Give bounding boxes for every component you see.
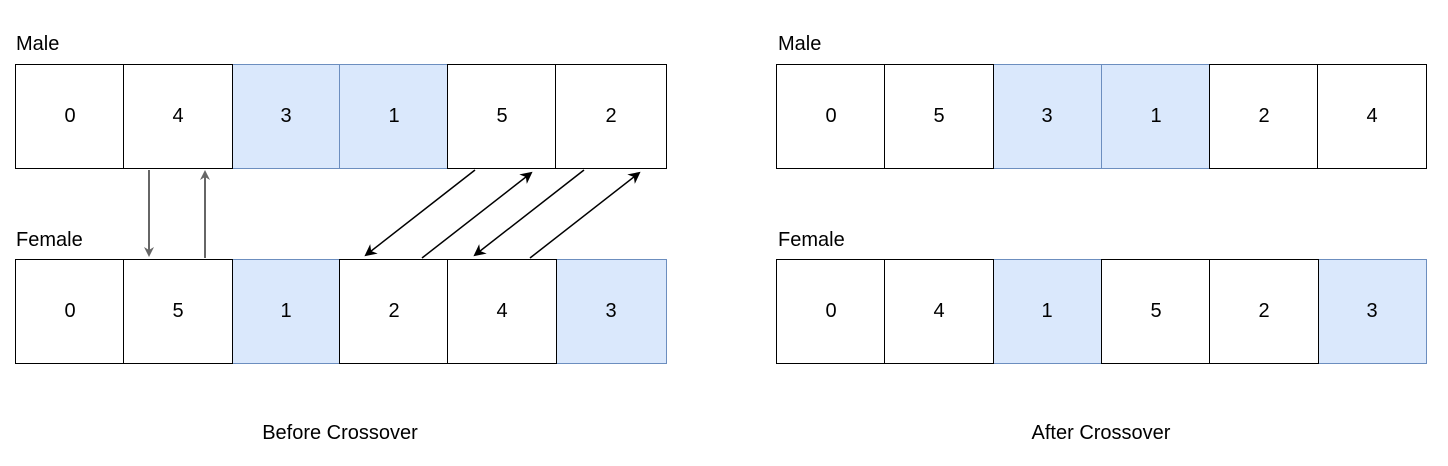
row-label-female: Female — [16, 229, 83, 251]
gene-cell: 4 — [123, 64, 233, 169]
arrow-diagonal-icon — [364, 169, 476, 257]
chromosome-row-female-before: 0 5 1 2 4 3 — [15, 259, 667, 364]
row-label-female: Female — [778, 229, 845, 251]
gene-cell: 4 — [1317, 64, 1427, 169]
gene-cell: 5 — [884, 64, 994, 169]
gene-cell: 4 — [884, 259, 994, 364]
gene-cell: 0 — [776, 259, 886, 364]
gene-cell: 3 — [231, 64, 341, 169]
chromosome-row-male-after: 0 5 3 1 2 4 — [776, 64, 1427, 169]
gene-cell: 2 — [339, 259, 449, 364]
arrow-diagonal-icon — [473, 169, 585, 257]
arrow-diagonal-icon — [529, 171, 641, 259]
gene-cell: 5 — [123, 259, 233, 364]
arrow-diagonal-icon — [421, 171, 533, 259]
gene-cell: 1 — [1101, 64, 1211, 169]
gene-cell: 3 — [992, 64, 1102, 169]
gene-cell: 3 — [555, 259, 667, 364]
row-label-male: Male — [778, 33, 822, 55]
row-label-male: Male — [16, 33, 60, 55]
chromosome-row-female-after: 0 4 1 5 2 3 — [776, 259, 1427, 364]
caption-after: After Crossover — [1031, 422, 1171, 444]
gene-cell: 5 — [447, 64, 557, 169]
gene-cell: 0 — [776, 64, 886, 169]
gene-cell: 5 — [1101, 259, 1211, 364]
gene-cell: 0 — [15, 64, 125, 169]
chromosome-row-male-before: 0 4 3 1 5 2 — [15, 64, 667, 169]
gene-cell: 1 — [231, 259, 341, 364]
gene-cell: 1 — [992, 259, 1102, 364]
gene-cell: 2 — [555, 64, 667, 169]
gene-cell: 3 — [1317, 259, 1427, 364]
gene-cell: 2 — [1209, 64, 1319, 169]
gene-cell: 2 — [1209, 259, 1319, 364]
gene-cell: 0 — [15, 259, 125, 364]
gene-cell: 4 — [447, 259, 557, 364]
gene-cell: 1 — [339, 64, 449, 169]
caption-before: Before Crossover — [262, 422, 418, 444]
